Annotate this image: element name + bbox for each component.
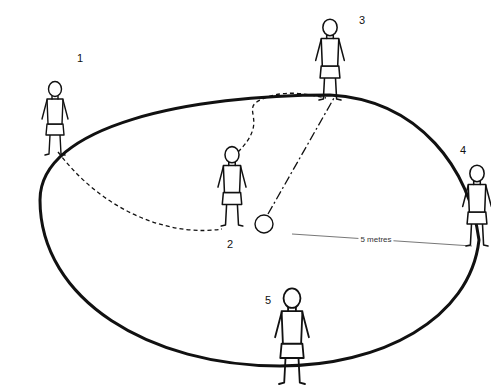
- callout-number: 2: [227, 239, 233, 250]
- player-figure: [218, 147, 246, 226]
- callout-number: 4: [460, 145, 466, 156]
- player-figure: [42, 82, 68, 156]
- callout-number: 3: [359, 15, 365, 26]
- dimension-label: 5 metres: [358, 235, 393, 245]
- player-figure: [275, 288, 309, 384]
- player-figure: [316, 19, 345, 100]
- ball: [255, 215, 273, 233]
- callout-number: 1: [77, 53, 83, 64]
- player-figure: [463, 165, 491, 246]
- field-oval: [40, 95, 479, 366]
- callout-number: 5: [265, 295, 271, 306]
- run-path: [238, 93, 326, 152]
- distance-line: [292, 234, 472, 246]
- run-path: [58, 152, 222, 231]
- pass-path: [268, 98, 334, 214]
